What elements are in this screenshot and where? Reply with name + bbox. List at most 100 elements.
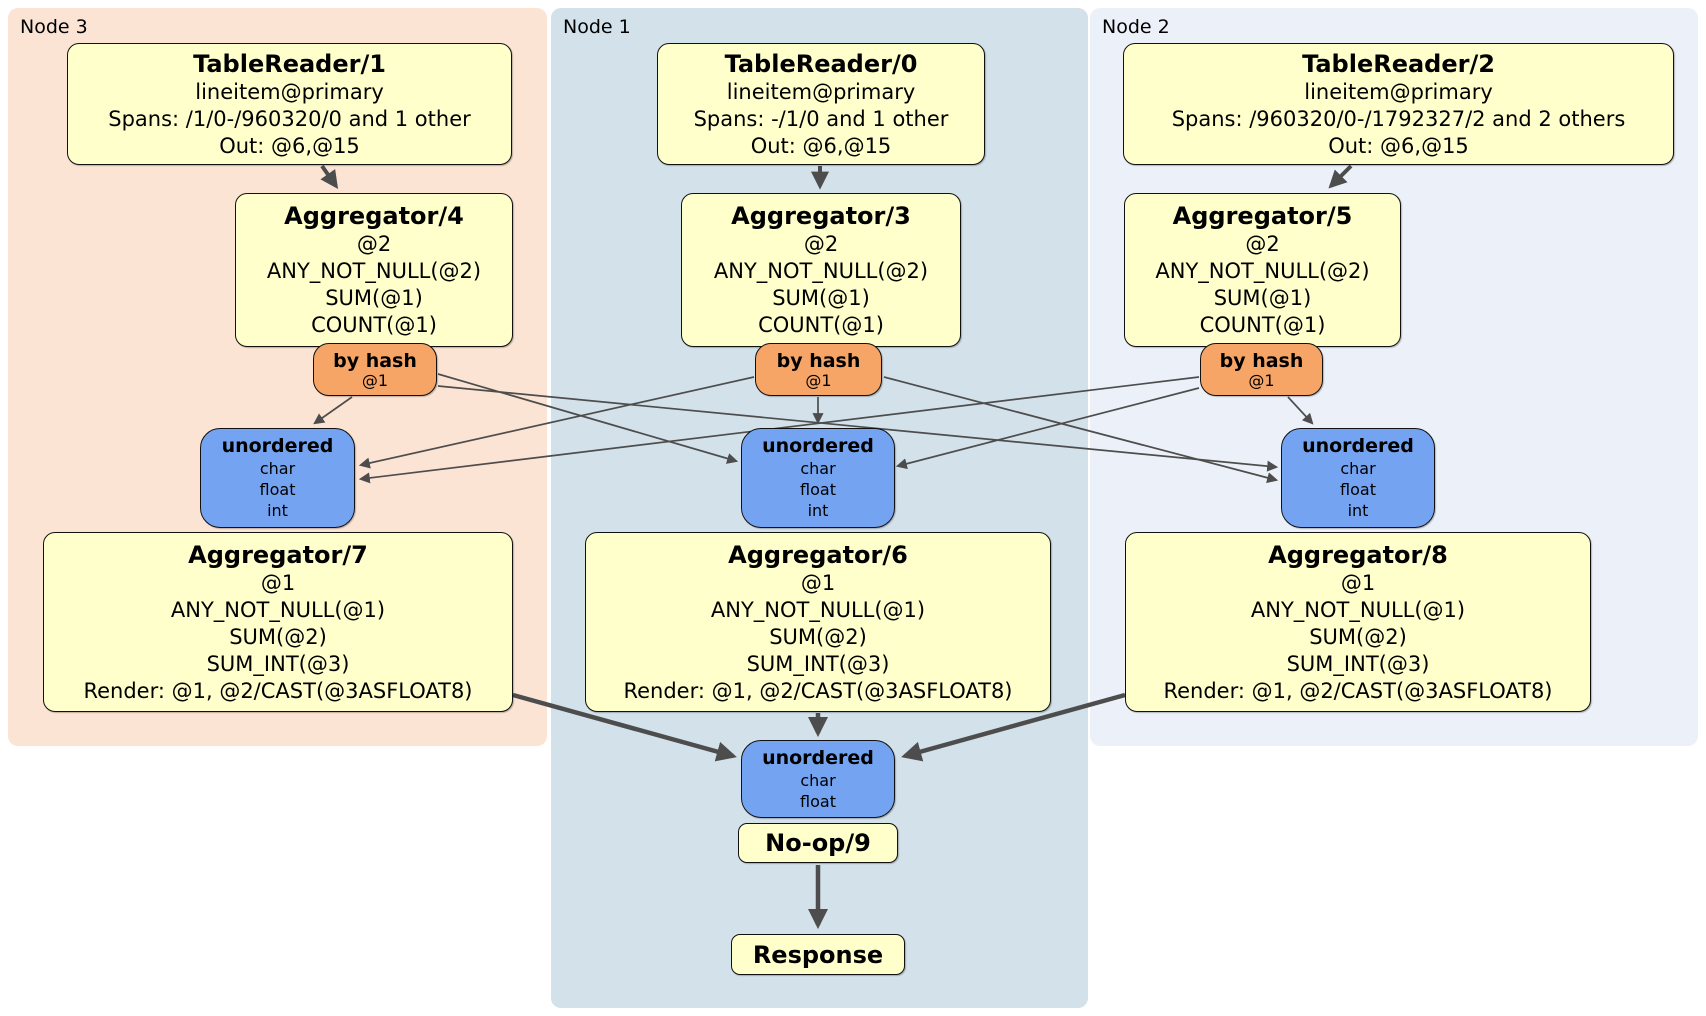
tablereader-1-spans: Spans: /1/0-/960320/0 and 1 other (108, 106, 471, 131)
aggregator-5-fn2: SUM(@1) (1213, 286, 1312, 310)
aggregator-5-box: Aggregator/5 @2 ANY_NOT_NULL(@2) SUM(@1)… (1124, 193, 1401, 347)
by-hash-router-5-label: by hash (1219, 349, 1304, 372)
by-hash-router-4-label: by hash (333, 349, 417, 372)
unordered-sync-output: unordered char float (741, 740, 895, 818)
aggregator-3-groupcol: @2 (803, 232, 839, 256)
edge-hash5-sync8 (1287, 396, 1314, 425)
edge-hash4-sync8 (437, 385, 1279, 472)
unordered-sync-7-label: unordered (221, 435, 334, 457)
tablereader-2-title: TableReader/2 (1302, 49, 1495, 78)
aggregator-4-groupcol: @2 (356, 232, 392, 256)
unordered-sync-6: unordered char float int (741, 428, 895, 528)
aggregator-5-fn1: ANY_NOT_NULL(@2) (1155, 259, 1370, 283)
tablereader-2-box: TableReader/2 lineitem@primary Spans: /9… (1123, 43, 1674, 165)
tablereader-0-spans: Spans: -/1/0 and 1 other (693, 106, 949, 131)
by-hash-router-4: by hash @1 (313, 343, 437, 396)
tablereader-1-box: TableReader/1 lineitem@primary Spans: /1… (67, 43, 512, 165)
noop-9-title: No-op/9 (765, 829, 871, 857)
response-title: Response (752, 940, 884, 969)
aggregator-8-box: Aggregator/8 @1 ANY_NOT_NULL(@1) SUM(@2)… (1125, 532, 1591, 712)
unordered-sync-6-type1: char (800, 459, 836, 478)
aggregator-8-title: Aggregator/8 (1268, 540, 1448, 569)
by-hash-router-5-col: @1 (1248, 370, 1275, 390)
node2-label: Node 2 (1102, 16, 1170, 38)
unordered-sync-output-label: unordered (762, 746, 874, 769)
by-hash-router-3-label: by hash (776, 349, 861, 372)
aggregator-6-fn1: ANY_NOT_NULL(@1) (710, 597, 926, 622)
aggregator-7-fn2: SUM(@2) (229, 624, 327, 649)
aggregator-4-fn2: SUM(@1) (325, 286, 423, 310)
by-hash-router-3: by hash @1 (755, 343, 882, 396)
aggregator-6-groupcol: @1 (800, 570, 836, 595)
unordered-sync-6-type2: float (800, 480, 836, 499)
aggregator-5-groupcol: @2 (1245, 232, 1280, 256)
node3-label: Node 3 (20, 16, 88, 38)
unordered-sync-6-type3: int (807, 501, 829, 520)
unordered-sync-7-type3: int (267, 501, 288, 520)
aggregator-7-render: Render: @1, @2/CAST(@3ASFLOAT8) (83, 678, 473, 703)
tablereader-1-index: lineitem@primary (195, 79, 384, 104)
aggregator-6-render: Render: @1, @2/CAST(@3ASFLOAT8) (623, 678, 1013, 703)
unordered-sync-8-type2: float (1340, 480, 1376, 499)
edge-hash4-sync6 (437, 373, 739, 464)
edge-agg7-syncout (512, 692, 737, 762)
unordered-sync-output-type1: char (800, 770, 836, 790)
response-box: Response (731, 934, 905, 975)
aggregator-7-title: Aggregator/7 (188, 540, 368, 569)
aggregator-3-fn2: SUM(@1) (772, 286, 870, 310)
aggregator-6-fn2: SUM(@2) (769, 624, 867, 649)
node1-label: Node 1 (563, 16, 631, 38)
edge-agg8-syncout (901, 692, 1126, 762)
edge-hash3-sync7 (358, 376, 755, 469)
aggregator-8-fn1: ANY_NOT_NULL(@1) (1250, 597, 1466, 622)
noop-9-box: No-op/9 (738, 823, 898, 863)
unordered-sync-7-type2: float (259, 480, 296, 499)
by-hash-router-3-col: @1 (805, 370, 832, 390)
unordered-sync-7-type1: char (259, 459, 296, 478)
by-hash-router-4-col: @1 (361, 370, 389, 390)
unordered-sync-8: unordered char float int (1281, 428, 1435, 528)
aggregator-6-title: Aggregator/6 (728, 540, 908, 569)
aggregator-5-title: Aggregator/5 (1172, 202, 1353, 230)
aggregator-7-box: Aggregator/7 @1 ANY_NOT_NULL(@1) SUM(@2)… (43, 532, 513, 712)
aggregator-7-fn1: ANY_NOT_NULL(@1) (170, 597, 386, 622)
aggregator-8-fn3: SUM_INT(@3) (1286, 651, 1430, 676)
edge-hash3-sync8 (883, 376, 1279, 484)
aggregator-4-box: Aggregator/4 @2 ANY_NOT_NULL(@2) SUM(@1)… (235, 193, 513, 347)
edge-tr2-agg5 (1328, 164, 1353, 189)
tablereader-1-title: TableReader/1 (193, 49, 386, 78)
tablereader-2-index: lineitem@primary (1304, 79, 1493, 104)
unordered-sync-8-label: unordered (1302, 435, 1414, 457)
by-hash-router-5: by hash @1 (1200, 343, 1323, 396)
aggregator-8-groupcol: @1 (1340, 570, 1376, 595)
aggregator-7-groupcol: @1 (260, 570, 296, 595)
unordered-sync-8-type1: char (1340, 459, 1376, 478)
unordered-sync-8-type3: int (1347, 501, 1369, 520)
tablereader-1-out: Out: @6,@15 (219, 133, 360, 158)
tablereader-2-spans: Spans: /960320/0-/1792327/2 and 2 others (1171, 106, 1626, 131)
aggregator-3-title: Aggregator/3 (731, 202, 911, 230)
aggregator-6-box: Aggregator/6 @1 ANY_NOT_NULL(@1) SUM(@2)… (585, 532, 1051, 712)
edge-hash4-sync7 (313, 396, 353, 425)
aggregator-7-fn3: SUM_INT(@3) (206, 651, 350, 676)
tablereader-0-title: TableReader/0 (724, 49, 918, 78)
unordered-sync-output-type2: float (800, 791, 836, 811)
aggregator-8-fn2: SUM(@2) (1309, 624, 1407, 649)
unordered-sync-7: unordered char float int (200, 428, 355, 528)
aggregator-3-fn3: COUNT(@1) (758, 313, 884, 337)
edge-tr1-agg4 (320, 164, 339, 189)
tablereader-2-out: Out: @6,@15 (1328, 133, 1469, 158)
aggregator-3-box: Aggregator/3 @2 ANY_NOT_NULL(@2) SUM(@1)… (681, 193, 961, 347)
aggregator-4-fn3: COUNT(@1) (311, 313, 437, 337)
edge-hash5-sync6 (895, 387, 1200, 470)
aggregator-8-render: Render: @1, @2/CAST(@3ASFLOAT8) (1163, 678, 1553, 703)
aggregator-5-fn3: COUNT(@1) (1199, 313, 1326, 337)
tablereader-0-out: Out: @6,@15 (750, 133, 892, 158)
unordered-sync-6-label: unordered (762, 435, 874, 457)
tablereader-0-box: TableReader/0 lineitem@primary Spans: -/… (657, 43, 985, 165)
aggregator-3-fn1: ANY_NOT_NULL(@2) (713, 259, 929, 283)
aggregator-6-fn3: SUM_INT(@3) (746, 651, 890, 676)
aggregator-4-title: Aggregator/4 (284, 202, 464, 230)
